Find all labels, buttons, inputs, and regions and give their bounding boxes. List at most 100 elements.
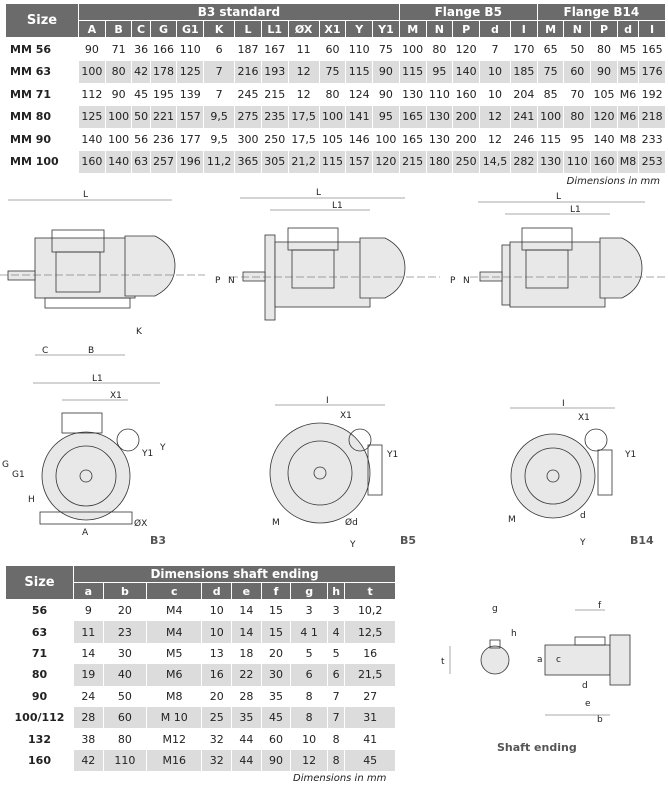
value-cell: 44: [231, 728, 262, 750]
svg-text:Y: Y: [579, 538, 586, 548]
value-cell: 235: [260, 105, 289, 128]
value-cell: 185: [509, 60, 538, 83]
value-cell: 100: [78, 60, 106, 83]
value-cell: 250: [452, 150, 480, 173]
svg-text:H: H: [28, 495, 35, 505]
value-cell: 15: [260, 621, 292, 643]
svg-text:X1: X1: [578, 413, 590, 423]
value-cell: 12: [479, 128, 511, 151]
value-cell: 100: [104, 105, 133, 128]
value-cell: 4 1: [290, 621, 328, 643]
svg-text:Y: Y: [159, 443, 166, 453]
value-cell: 215: [398, 150, 427, 173]
value-cell: 10: [479, 60, 511, 83]
value-cell: 38: [73, 728, 104, 750]
group-header-b3: B3 standard: [78, 3, 400, 21]
value-cell: 8: [326, 728, 346, 750]
value-cell: 275: [234, 105, 262, 128]
svg-text:Y: Y: [349, 540, 356, 550]
size-header: Size: [5, 3, 79, 38]
value-cell: 139: [176, 83, 205, 106]
value-cell: M6: [616, 105, 640, 128]
svg-text:L1: L1: [332, 201, 343, 211]
size-cell: MM 63: [5, 60, 79, 83]
value-cell: 253: [638, 150, 666, 173]
value-cell: 12: [287, 83, 320, 106]
value-cell: 8: [290, 685, 328, 707]
value-cell: 10: [201, 621, 233, 643]
value-cell: 16: [344, 642, 396, 665]
svg-text:L: L: [316, 188, 321, 198]
value-cell: 193: [260, 60, 289, 83]
value-cell: 195: [149, 83, 178, 106]
svg-text:A: A: [82, 528, 89, 538]
value-cell: 14: [73, 642, 104, 665]
value-cell: 115: [398, 60, 427, 83]
value-cell: 80: [104, 60, 133, 83]
svg-text:B14: B14: [630, 534, 654, 547]
value-cell: 105: [590, 83, 618, 106]
svg-text:a: a: [537, 655, 543, 665]
value-cell: 36: [131, 37, 151, 61]
value-cell: 63: [131, 150, 151, 173]
value-cell: 27: [344, 685, 396, 707]
column-header: X1: [318, 20, 347, 38]
value-cell: 6: [326, 664, 346, 686]
column-header: d: [616, 20, 640, 38]
value-cell: 16: [201, 664, 233, 686]
column-header: K: [203, 20, 236, 38]
value-cell: 305: [260, 150, 289, 173]
value-cell: 13: [201, 642, 233, 665]
column-header: L1: [260, 20, 289, 38]
value-cell: 125: [176, 60, 205, 83]
size-cell: 160: [5, 749, 74, 772]
value-cell: 28: [231, 685, 262, 707]
value-cell: M4: [146, 599, 203, 622]
group-header-shaft: Dimensions shaft ending: [73, 565, 396, 583]
svg-text:G: G: [2, 460, 9, 470]
size-cell: MM 90: [5, 128, 79, 151]
column-header: f: [260, 582, 292, 600]
value-cell: 20: [102, 599, 148, 622]
svg-text:L: L: [556, 192, 561, 202]
svg-text:ØX: ØX: [134, 518, 147, 529]
svg-text:M: M: [508, 515, 516, 525]
svg-text:Y1: Y1: [141, 449, 153, 459]
svg-text:X1: X1: [340, 411, 352, 421]
column-header: d: [201, 582, 233, 600]
value-cell: 246: [509, 128, 538, 151]
column-header: M: [536, 20, 565, 38]
value-cell: 12: [290, 749, 328, 772]
size-cell: 100/112: [5, 706, 74, 729]
value-cell: 23: [102, 621, 148, 643]
value-cell: 25: [201, 706, 233, 729]
svg-text:f: f: [598, 601, 602, 611]
value-cell: 365: [234, 150, 262, 173]
value-cell: 17,5: [287, 128, 320, 151]
value-cell: 100: [104, 128, 133, 151]
value-cell: 9,5: [203, 105, 236, 128]
value-cell: 125: [78, 105, 106, 128]
svg-text:Ød: Ød: [345, 517, 358, 528]
svg-text:P: P: [215, 276, 221, 286]
value-cell: 11: [287, 37, 320, 61]
value-cell: 166: [149, 37, 178, 61]
column-header: B: [104, 20, 133, 38]
value-cell: M12: [146, 728, 203, 750]
column-header: G1: [176, 20, 205, 38]
value-cell: 12: [479, 105, 511, 128]
side-view-b5: L L1 P N: [215, 188, 440, 321]
svg-text:d: d: [580, 511, 586, 521]
value-cell: 170: [509, 37, 538, 61]
value-cell: 218: [638, 105, 666, 128]
value-cell: 165: [638, 37, 666, 61]
svg-text:C: C: [42, 346, 48, 356]
value-cell: 20: [260, 642, 292, 665]
value-cell: 233: [638, 128, 666, 151]
